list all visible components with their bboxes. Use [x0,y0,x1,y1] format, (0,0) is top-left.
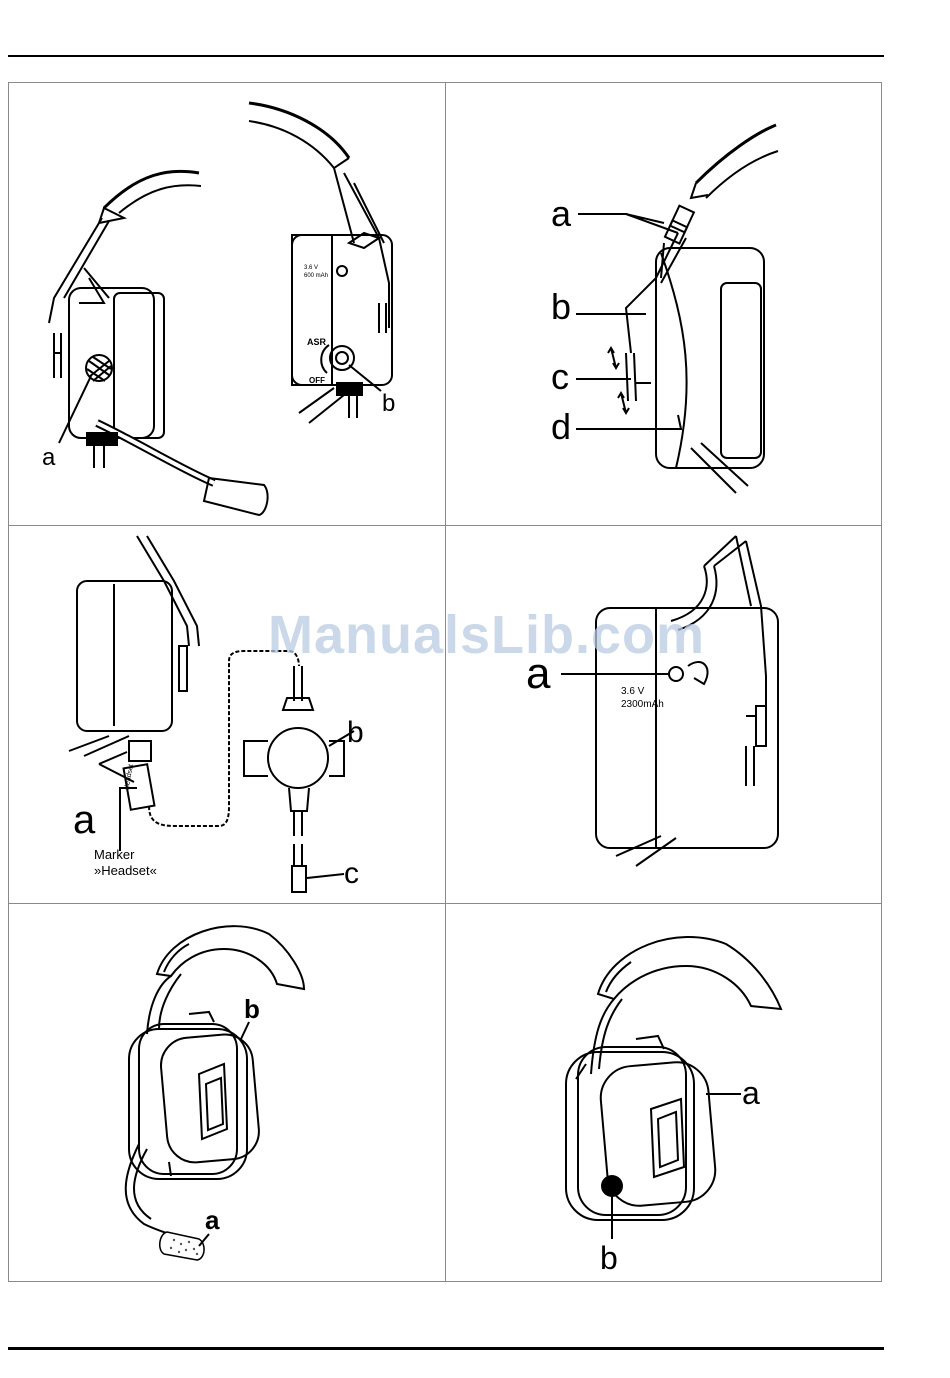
top-rule [8,55,884,57]
battery-capacity-label: 600 mAh [304,273,328,279]
label-a: a [742,1075,760,1111]
headset-mic-perspective-illustration: b a [9,904,445,1282]
label-a: a [526,649,551,698]
battery-voltage-label: 3.6 V [621,686,645,697]
label-c: c [344,857,359,890]
headset-ear-cushion-illustration: a b [446,904,882,1282]
label-d: d [551,406,571,447]
label-b: b [382,390,395,417]
label-a: a [205,1205,220,1235]
battery-compartment-illustration: a 3.6 V 2300mAh [446,526,882,903]
headband-adjustment-illustration: a b c d [446,83,882,525]
label-b: b [244,994,260,1024]
adapter-cable-illustration: Headset b c a Marker »Headset« [9,526,445,903]
figure-panel-3: Headset b c a Marker »Headset« [9,526,445,903]
label-a: a [551,193,572,234]
label-b: b [600,1240,618,1276]
marker-label-line1: Marker [94,847,135,862]
figure-panel-1: 3.6 V 600 mAh ASR OFF a b [9,83,445,525]
label-a: a [42,444,56,471]
bottom-rule [8,1347,884,1350]
figure-panel-6: a b [446,904,882,1282]
marker-label-line2: »Headset« [94,863,157,878]
switch-asr-label: ASR [307,337,327,347]
label-b: b [551,286,571,327]
label-b: b [347,716,364,749]
label-c: c [551,356,569,397]
battery-voltage-label: 3.6 V [304,265,318,271]
figure-panel-2: a b c d [446,83,882,525]
figure-panel-4: a 3.6 V 2300mAh [446,526,882,903]
figure-panel-5: b a [9,904,445,1282]
label-a: a [73,798,96,842]
switch-off-label: OFF [309,376,325,385]
headset-side-view-illustration: 3.6 V 600 mAh ASR OFF a b [9,83,445,525]
battery-capacity-label: 2300mAh [621,699,664,710]
